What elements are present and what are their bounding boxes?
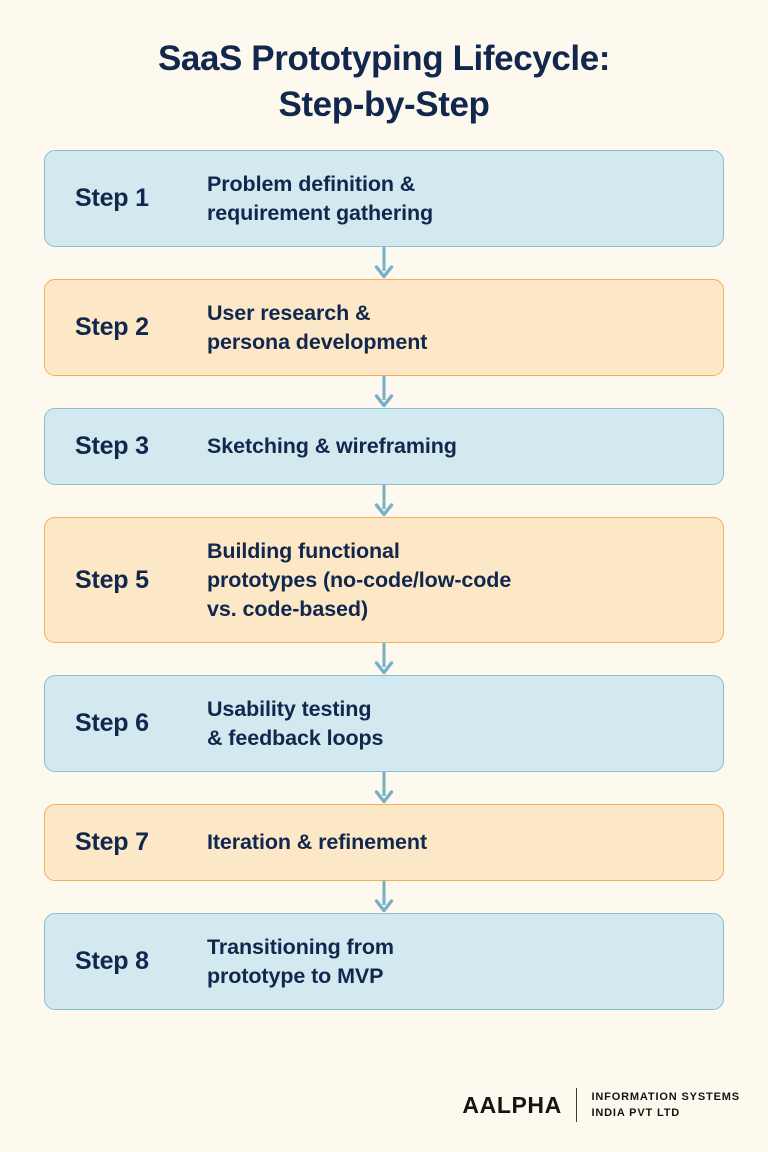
down-arrow-icon — [373, 772, 395, 804]
arrow-connector-1-2 — [44, 247, 724, 279]
footer-logo: AALPHA INFORMATION SYSTEMS INDIA PVT LTD — [462, 1088, 740, 1122]
step-description-6-line-1: Usability testing — [207, 696, 372, 721]
step-description-8: Transitioning from prototype to MVP — [207, 933, 394, 991]
arrow-connector-7-8 — [44, 881, 724, 913]
step-label-2: Step 2 — [75, 313, 149, 342]
step-description-2-line-1: User research & — [207, 300, 371, 325]
step-label-5: Step 5 — [75, 565, 149, 594]
step-card-8[interactable]: Step 8 Transitioning from prototype to M… — [44, 913, 724, 1011]
step-description-3-line-1: Sketching & wireframing — [207, 434, 457, 459]
down-arrow-icon — [373, 881, 395, 913]
step-description-1-line-2: requirement gathering — [207, 200, 434, 225]
step-label-1: Step 1 — [75, 184, 149, 213]
step-card-2[interactable]: Step 2 User research & persona developme… — [44, 279, 724, 377]
step-card-7[interactable]: Step 7 Iteration & refinement — [44, 804, 724, 882]
arrow-connector-5-6 — [44, 643, 724, 675]
step-description-1-line-1: Problem definition & — [207, 171, 416, 196]
step-description-5: Building functional prototypes (no-code/… — [207, 537, 511, 624]
step-label-3: Step 3 — [75, 432, 149, 461]
step-description-5-line-1: Building functional — [207, 538, 400, 563]
page-title-line-2: Step-by-Step — [278, 85, 490, 125]
step-description-8-line-2: prototype to MVP — [207, 963, 384, 988]
step-label-6: Step 6 — [75, 709, 149, 738]
logo-divider — [575, 1088, 578, 1122]
step-description-5-line-3: vs. code-based) — [207, 596, 368, 621]
arrow-connector-3-5 — [44, 485, 724, 517]
down-arrow-icon — [373, 643, 395, 675]
step-description-5-line-2: prototypes (no-code/low-code — [207, 567, 512, 592]
page-title: SaaS Prototyping Lifecycle: Step-by-Step — [44, 0, 724, 128]
process-flow: Step 1 Problem definition & requirement … — [44, 150, 724, 1011]
down-arrow-icon — [373, 376, 395, 408]
down-arrow-icon — [373, 247, 395, 279]
step-description-6: Usability testing & feedback loops — [207, 695, 384, 753]
step-card-6[interactable]: Step 6 Usability testing & feedback loop… — [44, 675, 724, 773]
step-label-8: Step 8 — [75, 947, 149, 976]
step-description-1: Problem definition & requirement gatheri… — [207, 170, 433, 228]
step-card-5[interactable]: Step 5 Building functional prototypes (n… — [44, 517, 724, 644]
step-label-7: Step 7 — [75, 828, 149, 857]
arrow-connector-2-3 — [44, 376, 724, 408]
step-description-7-line-1: Iteration & refinement — [207, 830, 428, 855]
step-description-8-line-1: Transitioning from — [207, 934, 394, 959]
step-description-2: User research & persona development — [207, 299, 427, 357]
arrow-connector-6-7 — [44, 772, 724, 804]
step-description-6-line-2: & feedback loops — [207, 725, 384, 750]
step-card-1[interactable]: Step 1 Problem definition & requirement … — [44, 150, 724, 248]
brand-name: AALPHA — [462, 1091, 562, 1118]
brand-tagline-line-2: INDIA PVT LTD — [591, 1107, 681, 1119]
step-description-2-line-2: persona development — [207, 329, 428, 354]
down-arrow-icon — [373, 485, 395, 517]
step-description-3: Sketching & wireframing — [207, 432, 457, 461]
page-title-line-1: SaaS Prototyping Lifecycle: — [157, 39, 611, 78]
brand-tagline: INFORMATION SYSTEMS INDIA PVT LTD — [591, 1089, 740, 1122]
brand-tagline-line-1: INFORMATION SYSTEMS — [591, 1090, 740, 1103]
step-description-7: Iteration & refinement — [207, 828, 427, 857]
step-card-3[interactable]: Step 3 Sketching & wireframing — [44, 408, 724, 486]
